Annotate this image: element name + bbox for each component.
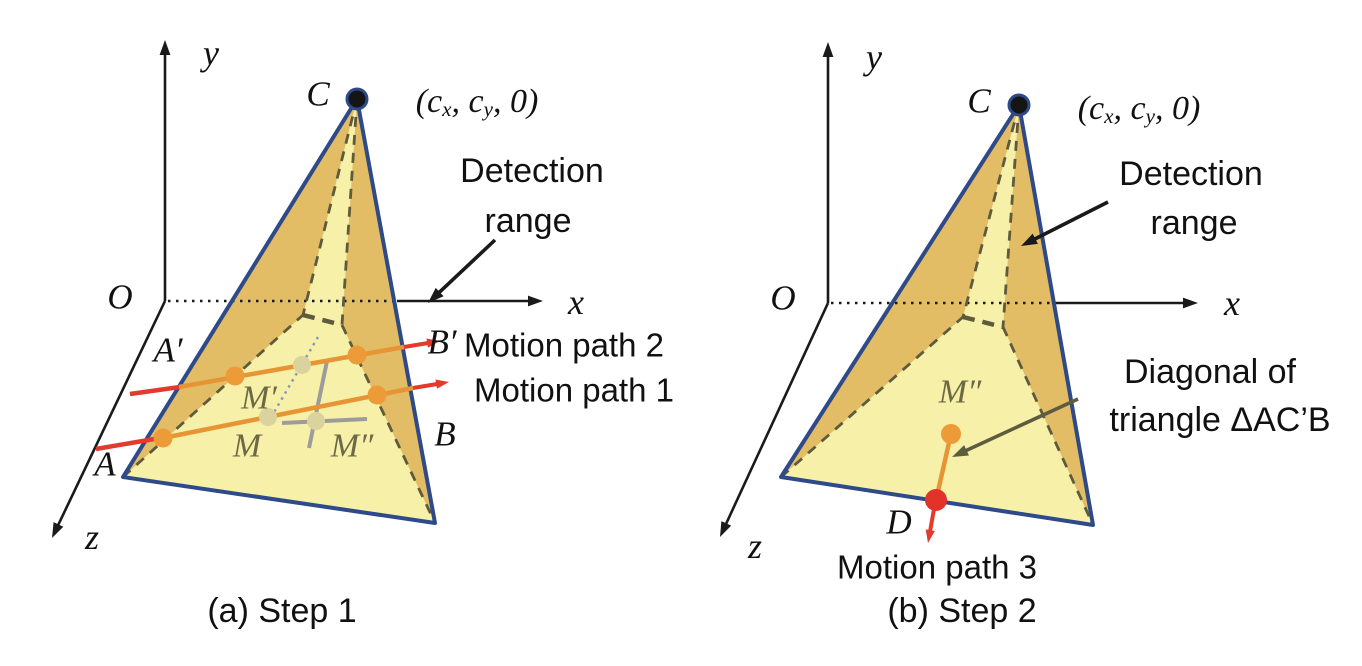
panel-a-sensor-coordinates: (cx, cy, 0) <box>416 83 539 122</box>
panel-a-hidden-edge-c-p1 <box>301 98 359 316</box>
panel-b-label-c: C <box>967 82 991 121</box>
panel-a-path1-red-tail <box>95 435 161 452</box>
panel-a-base-face <box>123 315 435 523</box>
panel-a-path1-arrow-head <box>435 379 449 389</box>
panel-a-point-m <box>259 408 277 426</box>
panel-a-label-b-prime: B′ <box>427 323 457 362</box>
panel-a-path2-line <box>178 344 405 390</box>
panel-a-path2-right-intersection-dot <box>347 345 367 365</box>
panel-b-detection-annotation-arrow <box>1033 200 1109 241</box>
panel-a-path2-arrow <box>403 340 429 349</box>
panel-a-detection-label-line2: range <box>485 202 572 240</box>
panel-a-point-m-doubleprime <box>307 412 325 430</box>
panel-a-label-m-doubleprime: M″ <box>330 428 374 465</box>
panel-b-x-axis-label: x <box>1223 283 1240 323</box>
panel-b-origin-label: O <box>770 279 795 318</box>
panel-a-label-b: B <box>434 415 455 454</box>
panel-a-y-axis-head <box>159 40 171 55</box>
panel-b-motion-path-3-label: Motion path 3 <box>837 549 1037 586</box>
panel-a-dotted-link-m-mprime <box>271 336 320 415</box>
panel-a-label-c: C <box>306 75 330 114</box>
panel-b-diagonal-line <box>933 433 954 501</box>
panel-b-detection-annotation-arrow-head <box>1021 233 1038 246</box>
panel-b-z-axis-head <box>720 521 732 537</box>
panel-a-x-axis-head <box>528 295 543 307</box>
panel-b-detection-label-line1: Detection <box>1119 155 1263 193</box>
panel-a-gray-cross-vertical <box>307 360 329 449</box>
panel-a-motion-path-2-label: Motion path 2 <box>464 327 664 364</box>
panel-a-hidden-edge-a-p1 <box>122 313 304 479</box>
panel-b-sensor-point-c <box>1007 93 1031 117</box>
panel-b-label-d: D <box>885 503 911 542</box>
panel-a-path2-arrow-head <box>426 338 440 348</box>
panel-a-label-a: A <box>92 445 116 484</box>
panel-a-caption: (a) Step 1 <box>207 592 356 630</box>
panel-b-z-axis-label: z <box>747 526 762 566</box>
panel-a-y-axis-label: y <box>200 33 219 73</box>
panel-b-point-d <box>925 489 947 511</box>
panel-a-label-a-prime: A′ <box>151 331 183 370</box>
panel-b-path3-arrow <box>928 508 936 532</box>
panel-a-path1-arrow <box>412 381 438 390</box>
panel-b-diagonal-label-line2: triangle ΔAC’B <box>1109 401 1330 439</box>
panel-a-x-axis-label: x <box>567 282 584 322</box>
panel-b-x-axis-head <box>1183 297 1198 309</box>
panel-b-diagonal-annotation-arrow <box>964 397 1079 453</box>
panel-a-z-axis-head <box>52 522 64 538</box>
panel-a-label-m-prime: M′ <box>240 380 277 417</box>
panel-b-detection-label-line2: range <box>1151 204 1238 242</box>
panel-b-sensor-coordinates: (cx, cy, 0) <box>1078 90 1201 129</box>
panel-b-diagonal-annotation-arrow-head <box>952 445 969 457</box>
panel-a-origin-label: O <box>107 278 132 317</box>
panel-a-motion-path-1-label: Motion path 1 <box>474 372 674 409</box>
panel-b-base-face <box>781 317 1093 525</box>
panel-a-z-axis-label: z <box>84 517 99 557</box>
panel-a-hidden-edge-p1-p2 <box>302 312 343 328</box>
panel-a-label-m: M <box>232 428 263 465</box>
panel-a-path2-red-tail <box>129 384 181 397</box>
panel-a-path2-left-intersection-dot <box>225 366 245 386</box>
panel-b-caption: (b) Step 2 <box>887 592 1036 630</box>
panel-a-detection-label-line1: Detection <box>460 152 604 190</box>
panel-a-path1-left-intersection-dot <box>153 428 173 448</box>
panel-a-detection-annotation-arrow <box>437 238 497 295</box>
panel-b-hidden-edge-c-p1 <box>961 104 1021 318</box>
panel-b-hidden-edge-p1-p2 <box>962 314 1004 330</box>
panel-b-hidden-edge-c-p2 <box>1001 104 1021 328</box>
panel-b-y-axis-label: y <box>863 37 882 77</box>
panel-b-label-m-doubleprime: M″ <box>938 374 982 411</box>
panel-a-cone-outline <box>121 97 437 525</box>
panel-a-hidden-edge-c-p2 <box>340 98 359 326</box>
panel-b-point-m-doubleprime <box>941 424 961 444</box>
panel-a-path1-right-intersection-dot <box>367 385 387 405</box>
panel-b-diagonal-label-line1: Diagonal of <box>1124 353 1297 391</box>
panel-b-hidden-edge-p2-b <box>1001 326 1095 526</box>
panel-a-z-axis <box>56 300 167 526</box>
panel-a-point-m-prime <box>293 356 311 374</box>
panel-b-path3-arrow-head <box>925 529 935 543</box>
panel-b-hidden-edge-a-p1 <box>780 315 964 479</box>
panel-b-y-axis-head <box>822 42 834 57</box>
panel-a-sensor-point-c <box>345 87 369 111</box>
panel-a-detection-annotation-arrow-head <box>428 287 444 303</box>
panel-b-z-axis <box>724 302 830 525</box>
